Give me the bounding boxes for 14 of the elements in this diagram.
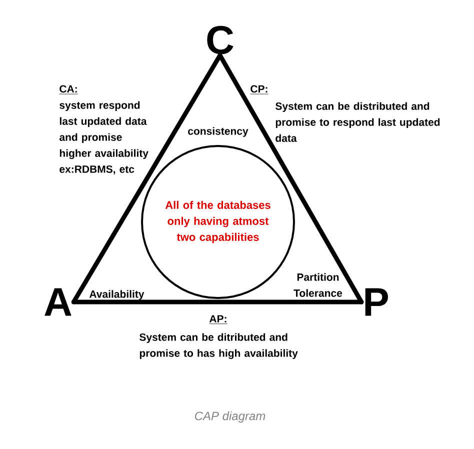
triangle-side	[218, 53, 364, 304]
label-text: System can be ditributed and promise to has high availability	[140, 333, 298, 360]
vertex-letter: P	[365, 288, 388, 316]
label-text: Partition Tolerance	[294, 273, 342, 297]
label-text: system respond last updated data and promise higher availability ex:RDBMS, etc	[60, 101, 148, 174]
heading: CP:	[250, 85, 268, 94]
caption: CAP diagram	[194, 411, 266, 423]
heading: AP:	[209, 315, 228, 324]
label-text: Availability	[89, 290, 144, 300]
label-text: consistency	[188, 127, 248, 137]
vertex-letter: C	[207, 26, 234, 54]
vertex-letter: A	[44, 288, 72, 316]
label-text: System can be distributed and promise to respond last updated data	[276, 102, 440, 142]
heading: CA:	[59, 85, 78, 94]
